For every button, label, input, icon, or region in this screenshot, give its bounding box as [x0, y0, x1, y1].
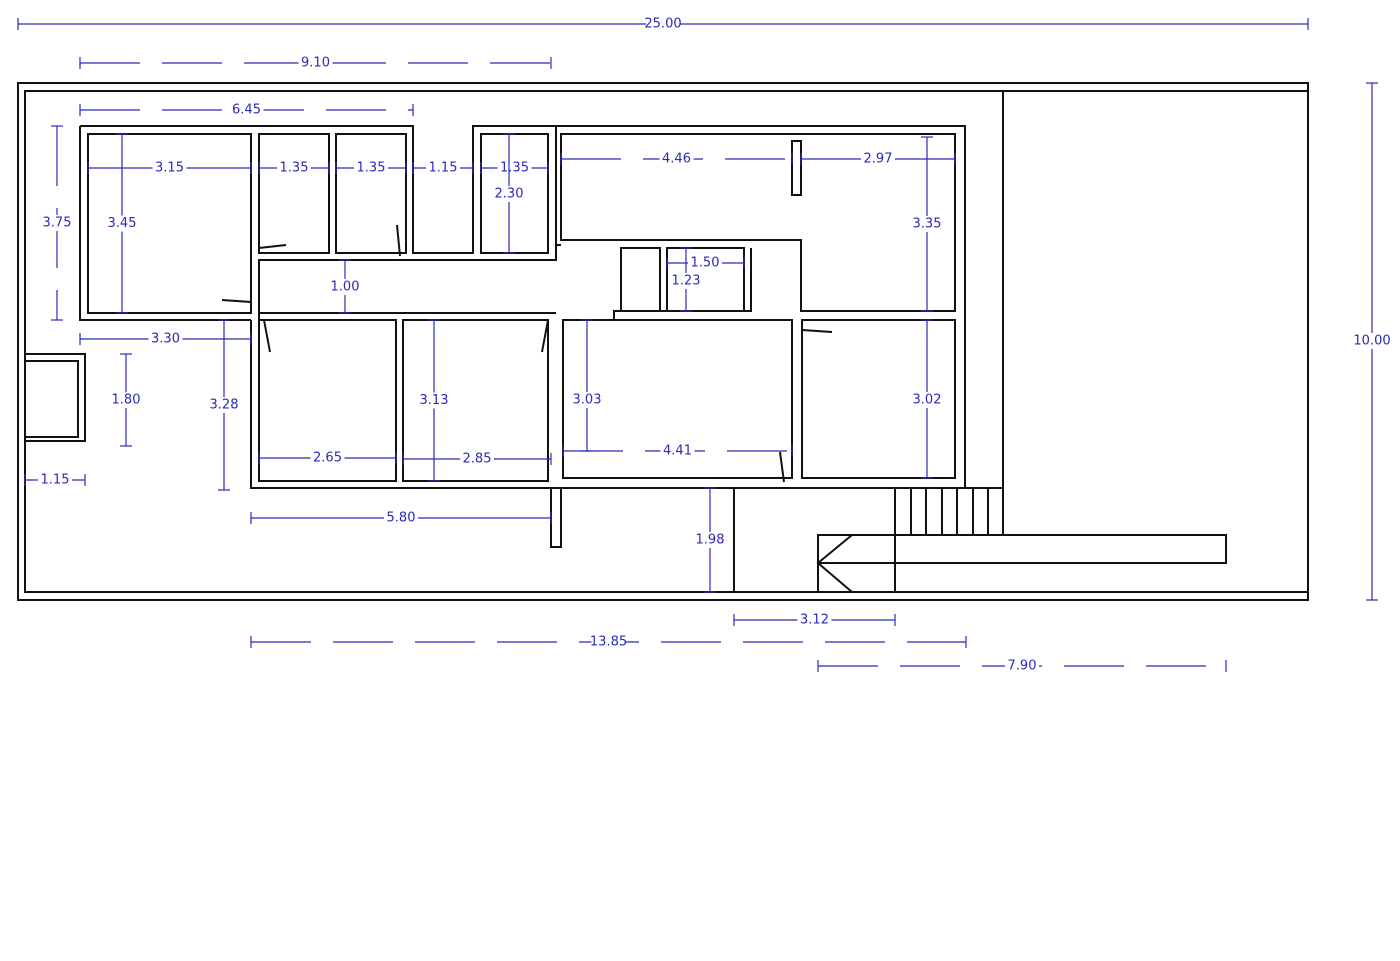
bedroom-1 — [258, 319, 397, 482]
dimension-bath-depth: 2.30 — [492, 133, 526, 254]
dimension-total-depth: 10.00 — [1353, 82, 1391, 601]
dimension-living-top-width: 4.46 — [560, 151, 793, 167]
dimension-label: 3.30 — [151, 332, 180, 347]
dimension-label: 1.50 — [691, 256, 720, 271]
dimension-bedrooms-span: 5.80 — [250, 510, 552, 526]
pool-outer — [24, 353, 86, 442]
dimension-label: 1.23 — [672, 274, 701, 289]
house-outer-right — [553, 125, 966, 488]
dimension-wc-width: 1.50 — [666, 255, 745, 271]
closet-2 — [335, 133, 407, 254]
house-outer-left — [79, 126, 251, 321]
dimension-wc-depth: 1.23 — [669, 247, 703, 312]
dimension-closet2-width: 1.35 — [335, 160, 407, 176]
dimension-living-depth: 3.03 — [570, 319, 604, 452]
closet-1 — [258, 133, 330, 254]
dimension-label: 9.10 — [301, 56, 330, 71]
dimension-top-block-width: 6.45 — [79, 102, 414, 118]
dimension-label: 1.15 — [429, 161, 458, 176]
dimension-room1-width: 3.15 — [87, 160, 252, 176]
storage — [620, 247, 661, 312]
dimension-corridor-width: 1.00 — [328, 259, 362, 314]
dimension-room-right-bottom-depth: 3.02 — [910, 319, 944, 479]
dimension-label: 3.03 — [573, 393, 602, 408]
wall-stub — [791, 140, 802, 196]
dimension-left-offset: 3.30 — [79, 331, 252, 347]
dimension-label: 1.35 — [500, 161, 529, 176]
dimension-bedroom-block-depth: 3.28 — [207, 319, 241, 491]
dimension-gap-width: 1.15 — [412, 160, 474, 176]
living-top-room — [560, 133, 956, 312]
dimension-stairs-width: 3.12 — [733, 612, 896, 628]
dimension-room-right-width: 2.97 — [800, 151, 956, 167]
dimension-label: 25.00 — [644, 17, 681, 32]
dimension-bedroom1-width: 2.65 — [258, 450, 397, 466]
dimension-label: 10.00 — [1353, 334, 1390, 349]
dimension-label: 3.28 — [210, 398, 239, 413]
dimension-label: 1.00 — [331, 280, 360, 295]
living-room — [562, 319, 793, 479]
lot-boundary-inner — [24, 90, 1309, 593]
dimension-pool-depth: 1.80 — [109, 353, 143, 447]
dimension-label: 6.45 — [232, 103, 261, 118]
dimension-pool-width: 1.15 — [24, 472, 86, 488]
dimension-label: 1.35 — [280, 161, 309, 176]
dimension-label: 2.65 — [313, 451, 342, 466]
dimension-label: 4.41 — [663, 444, 692, 459]
dimension-label: 3.45 — [108, 216, 137, 231]
dimension-ramp-width: 7.90 — [817, 658, 1227, 674]
dimension-label: 3.75 — [43, 216, 72, 231]
dimension-label: 1.35 — [357, 161, 386, 176]
dimension-living-width: 4.41 — [562, 443, 793, 459]
dimension-bedroom2-depth: 3.13 — [417, 319, 451, 482]
dimension-total-width: 25.00 — [17, 16, 1309, 32]
dimension-label: 1.80 — [112, 393, 141, 408]
house-outer-bottom — [250, 320, 965, 489]
dimension-label: 1.98 — [696, 533, 725, 548]
room-1 — [87, 133, 252, 314]
dimension-label: 3.35 — [913, 217, 942, 232]
dimension-house-width: 13.85 — [250, 634, 967, 650]
dimension-label: 2.30 — [495, 187, 524, 202]
dimension-closet1-width: 1.35 — [258, 160, 330, 176]
bedroom-3 — [801, 319, 956, 479]
house-outer-top-left — [80, 125, 557, 254]
dimension-porch-depth: 1.98 — [693, 487, 727, 593]
dimension-label: 3.02 — [913, 393, 942, 408]
walls — [17, 82, 1309, 601]
dimension-label: 3.12 — [800, 613, 829, 628]
bedroom-2 — [402, 319, 549, 482]
dimension-label: 2.85 — [463, 452, 492, 467]
dimension-label: 1.15 — [41, 473, 70, 488]
dimension-label: 4.46 — [662, 152, 691, 167]
dimension-room-right-top-depth: 3.35 — [910, 136, 944, 312]
porch-wall — [550, 487, 562, 548]
stairs — [894, 487, 1004, 536]
dimension-label: 7.90 — [1008, 659, 1037, 674]
dimension-bedroom2-width: 2.85 — [402, 451, 552, 467]
pool-inner — [24, 360, 79, 438]
dimension-label: 3.15 — [155, 161, 184, 176]
dimension-label: 13.85 — [590, 635, 627, 650]
dimension-lines: 25.00 9.10 6.45 3.15 1.35 1.35 1.15 1.35 4.46 2.9… — [17, 16, 1391, 674]
dimension-label: 3.13 — [420, 393, 449, 408]
dimension-room1-depth: 3.45 — [105, 133, 139, 314]
corridor-top — [258, 244, 561, 320]
dimension-label: 2.97 — [864, 152, 893, 167]
dimension-bath-width: 1.35 — [480, 160, 549, 176]
dimension-top-left-span: 9.10 — [79, 55, 552, 71]
ramp — [816, 534, 1227, 593]
doors — [221, 224, 833, 483]
dimension-label: 5.80 — [387, 511, 416, 526]
dimension-block-depth: 3.75 — [40, 125, 74, 321]
